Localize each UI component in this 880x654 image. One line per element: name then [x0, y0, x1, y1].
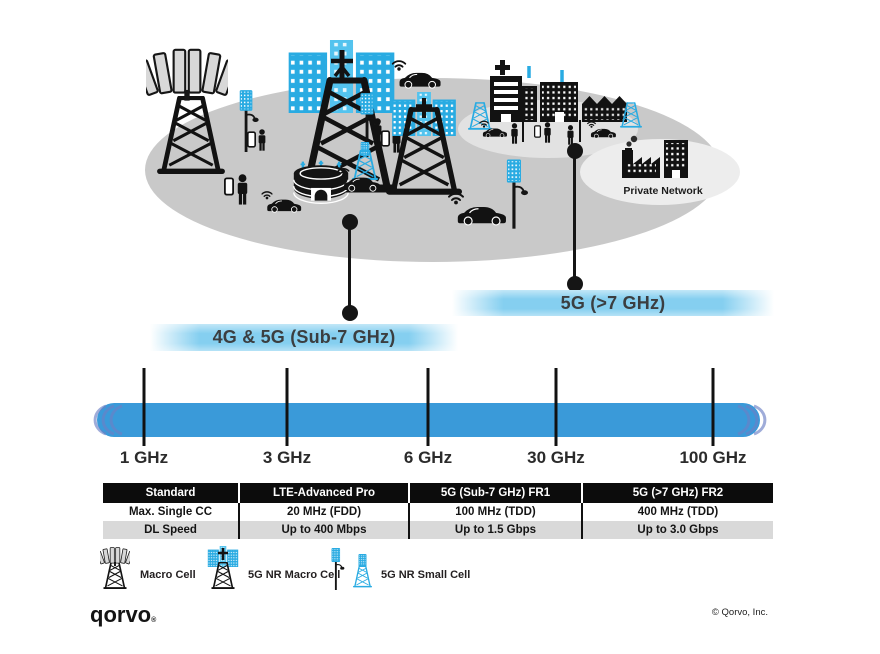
- table-cell: 400 MHz (TDD): [637, 506, 719, 518]
- tick-label-6ghz: 6 GHz: [403, 448, 453, 467]
- legend-label: Macro Cell: [140, 569, 196, 581]
- legend-item-5g-nr-small-cell: 5G NR Small Cell: [328, 546, 470, 590]
- 5g-nr-macro-cell-icon: [207, 546, 239, 589]
- street-life: [479, 120, 617, 145]
- 5g-nr-macro-cell-icon: [386, 92, 462, 195]
- 5g-nr-macro-cell-icon: [288, 40, 397, 193]
- table-cell: Up to 1.5 Gbps: [410, 521, 583, 539]
- table-cell: Up to 3.0 Gbps: [637, 524, 719, 536]
- table-header: Standard: [103, 483, 240, 503]
- legend-label: 5G NR Macro Cell: [248, 569, 341, 581]
- bar-end-rings: [93, 404, 767, 436]
- callout-dot: [341, 305, 358, 321]
- tick-label-100ghz: 100 GHz: [679, 448, 747, 467]
- table-header-row: Standard LTE-Advanced Pro 5G (Sub-7 GHz)…: [103, 483, 773, 503]
- callout-line-sub7: [348, 222, 351, 314]
- copyright-text: © Qorvo, Inc.: [711, 607, 768, 618]
- smartphone-icon: [247, 131, 256, 148]
- qorvo-logo-text: qorvo: [90, 602, 152, 627]
- table-header: 5G (>7 GHz) FR2: [632, 487, 724, 499]
- network-scene-illustration: [145, 40, 740, 262]
- legend-item-5g-nr-macro-cell: 5G NR Macro Cell: [203, 546, 340, 590]
- table-header: 5G (Sub-7 GHz) FR1: [410, 483, 583, 503]
- registered-mark: ®: [151, 617, 157, 624]
- table-row: DL Speed Up to 400 Mbps Up to 1.5 Gbps U…: [103, 521, 773, 539]
- table-cell: Up to 400 Mbps: [240, 521, 410, 539]
- private-network-label: Private Network: [623, 185, 703, 197]
- frequency-ticks: [142, 368, 715, 446]
- callout-dot: [341, 214, 358, 230]
- row-houses-icon: [582, 96, 627, 122]
- tick-label-1ghz: 1 GHz: [119, 448, 169, 467]
- factory-icon: [622, 135, 660, 178]
- qorvo-logo: qorvo®: [90, 602, 156, 628]
- tick-label-3ghz: 3 GHz: [262, 448, 312, 467]
- tick-label-30ghz: 30 GHz: [527, 448, 585, 467]
- legend-item-macro-cell: Macro Cell: [95, 546, 196, 590]
- 5g-nr-small-cell-icon: [328, 546, 372, 590]
- city-buildings-icon: [468, 60, 642, 145]
- band-above7-label: 5G (>7 GHz): [452, 290, 774, 316]
- connected-car-icon: [391, 60, 442, 89]
- office-building-icon: [540, 70, 578, 122]
- smartphone-icon: [224, 177, 234, 196]
- smartphone-icon: [381, 130, 390, 147]
- table-header: LTE-Advanced Pro: [240, 483, 410, 503]
- table-cell: 100 MHz (TDD): [410, 503, 583, 521]
- table-cell: 20 MHz (FDD): [240, 503, 410, 521]
- frequency-bar: [93, 368, 767, 446]
- legend-label: 5G NR Small Cell: [381, 569, 471, 581]
- spec-table: Standard LTE-Advanced Pro 5G (Sub-7 GHz)…: [103, 483, 773, 539]
- hospital-icon: [490, 60, 537, 122]
- macro-cell-icon: [100, 547, 130, 589]
- table-cell: Max. Single CC: [103, 503, 240, 521]
- office-building-icon: [664, 140, 688, 178]
- band-sub7-label: 4G & 5G (Sub-7 GHz): [150, 324, 458, 351]
- table-cell: DL Speed: [103, 521, 240, 539]
- callout-line-above7: [573, 151, 576, 284]
- callout-dot: [566, 276, 583, 292]
- table-row: Max. Single CC 20 MHz (FDD) 100 MHz (TDD…: [103, 503, 773, 521]
- callout-dot: [566, 143, 583, 159]
